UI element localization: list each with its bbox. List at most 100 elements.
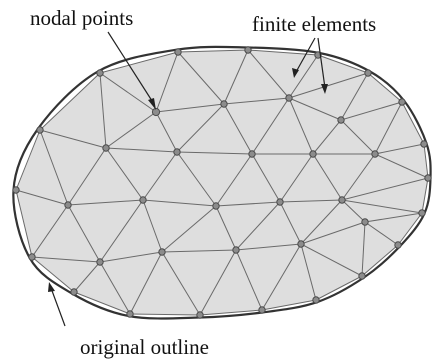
mesh-edge <box>340 101 403 121</box>
nodal-point <box>12 186 20 194</box>
leader-finite-elements-2 <box>317 37 326 89</box>
mesh-edge <box>177 49 249 53</box>
mesh-edge <box>251 97 290 155</box>
mesh-edge <box>261 299 317 311</box>
leader-nodal-points-arrowhead <box>148 98 156 110</box>
nodal-point <box>398 98 406 106</box>
nodal-point <box>126 310 134 318</box>
mesh-edge <box>142 199 217 207</box>
mesh-edge <box>105 147 178 153</box>
mesh-edge <box>317 54 369 74</box>
mesh-edge <box>31 204 69 258</box>
mesh-edge <box>261 243 302 311</box>
nodal-points-label: nodal points <box>30 6 133 30</box>
mesh-edge <box>73 261 101 293</box>
nodal-point <box>139 196 147 204</box>
leader-lines <box>48 31 328 327</box>
nodal-point <box>424 174 432 182</box>
mesh-edge <box>235 249 263 311</box>
mesh-edge <box>31 256 101 263</box>
mesh-edge <box>15 129 41 191</box>
mesh-edge <box>364 212 423 223</box>
mesh-edge <box>161 205 217 253</box>
mesh-edge <box>99 251 163 263</box>
nodal-point <box>96 69 104 77</box>
mesh-edge <box>423 143 429 179</box>
nodal-point <box>174 48 182 56</box>
nodal-point <box>312 296 320 304</box>
mesh-edge <box>176 103 225 153</box>
mesh-edge <box>279 201 302 245</box>
nodal-point <box>64 201 72 209</box>
mesh-edge <box>279 199 343 203</box>
leader-nodal-points <box>107 31 155 105</box>
nodal-point <box>102 144 110 152</box>
nodal-point <box>358 272 366 280</box>
mesh-edge <box>142 151 178 201</box>
nodal-point <box>361 218 369 226</box>
nodal-point <box>70 288 78 296</box>
nodal-point <box>232 246 240 254</box>
mesh-edge <box>199 249 237 316</box>
nodal-point <box>158 248 166 256</box>
nodal-point <box>309 150 317 158</box>
nodal-point <box>151 107 161 117</box>
mesh-edge <box>361 221 366 277</box>
mesh-edge <box>300 243 363 277</box>
original-outline-label: original outline <box>80 335 209 359</box>
nodal-point <box>364 69 372 77</box>
nodal-point <box>394 241 402 249</box>
nodal-point <box>248 150 256 158</box>
nodal-point <box>337 116 345 124</box>
nodal-point <box>258 306 266 314</box>
nodal-point <box>220 100 228 108</box>
nodal-point <box>420 140 428 148</box>
mesh-edge <box>199 309 263 316</box>
mesh-edge <box>300 243 317 301</box>
mesh-edge <box>341 199 423 214</box>
mesh-edge <box>67 199 144 206</box>
mesh-edge <box>300 199 343 245</box>
mesh-edge <box>73 291 131 315</box>
mesh-edge <box>177 51 225 105</box>
nodal-point <box>371 150 379 158</box>
mesh-edge <box>315 275 363 301</box>
mesh-edge <box>288 97 342 121</box>
mesh-edge <box>312 153 343 201</box>
nodal-point <box>28 253 36 261</box>
nodal-point <box>285 94 293 102</box>
mesh-edge <box>215 153 253 207</box>
mesh-edge <box>15 189 69 206</box>
finite-elements-label: finite elements <box>252 12 376 36</box>
mesh-edge <box>215 205 237 251</box>
mesh-edge <box>300 221 366 245</box>
mesh-edge <box>105 147 144 201</box>
mesh-edge <box>105 111 157 149</box>
mesh-edge <box>421 177 429 214</box>
mesh-edge <box>15 189 33 258</box>
mesh-edge <box>364 221 399 246</box>
mesh-edge <box>39 72 101 131</box>
mesh-edge <box>223 103 253 155</box>
mesh-edge <box>99 72 107 149</box>
mesh-edge <box>235 243 302 251</box>
mesh-edge <box>312 119 342 155</box>
leader-original-outline-arrowhead <box>48 282 55 292</box>
mesh-edge <box>67 204 101 263</box>
mesh-edge <box>288 97 314 155</box>
mesh-edge <box>223 49 249 105</box>
mesh-edge <box>340 72 369 121</box>
leader-finite-elements-2-arrowhead <box>321 84 328 94</box>
mesh-edge <box>247 49 290 99</box>
mesh-edge <box>155 51 179 113</box>
mesh-edge <box>161 249 237 253</box>
mesh-edge <box>155 103 225 113</box>
mesh-edge <box>161 251 201 316</box>
nodal-point <box>276 198 284 206</box>
mesh-edge <box>341 153 376 201</box>
mesh-edge <box>39 129 107 149</box>
mesh-edge <box>341 177 429 201</box>
mesh-edge <box>67 147 107 206</box>
mesh-edge <box>374 101 403 155</box>
